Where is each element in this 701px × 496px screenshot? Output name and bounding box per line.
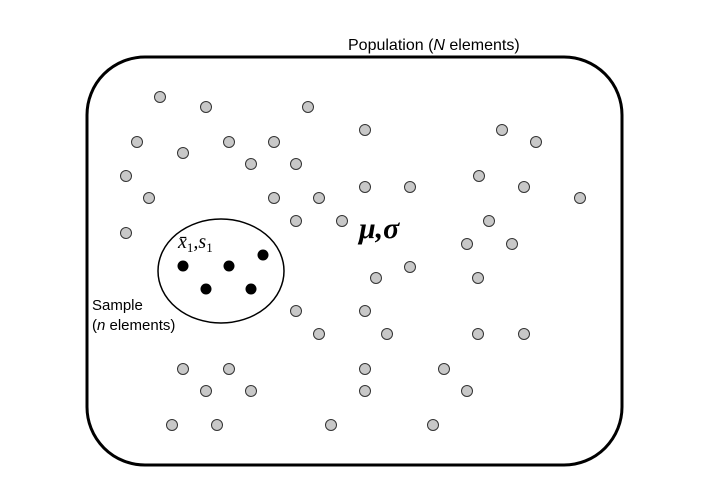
population-dot [461,238,473,250]
population-dot [461,385,473,397]
population-boundary [85,55,624,467]
population-label: Population (N elements) [348,37,520,54]
population-dot [359,305,371,317]
sample-label-line2: (n elements) [92,317,175,334]
population-dot [313,192,325,204]
population-dot [268,136,280,148]
population-dot [404,181,416,193]
population-dot [530,136,542,148]
sample-dot [223,260,235,272]
population-dot [496,124,508,136]
sample-ellipse [157,218,285,324]
population-dot [211,419,223,431]
sample-label-open: ( [92,317,97,334]
sample-label-end: elements) [105,317,175,334]
population-dot [245,385,257,397]
population-label-end: elements) [445,37,520,54]
population-dot [166,419,178,431]
population-dot [154,91,166,103]
population-dot [177,363,189,375]
population-dot [359,385,371,397]
sample-sd-subscript: 1 [206,240,213,255]
sample-dot [257,249,269,261]
population-dot [223,136,235,148]
sample-statistics: x̄1,s1 [177,231,213,255]
population-dot [245,158,257,170]
population-dot [325,419,337,431]
sample-dot [245,283,257,295]
sample-sd-symbol: s [198,231,206,253]
population-dot [473,170,485,182]
sample-mean-subscript: 1 [187,240,194,255]
population-label-var: N [433,37,445,54]
population-dot [404,261,416,273]
sample-label-var: n [97,317,105,334]
population-dot [359,181,371,193]
population-dot [131,136,143,148]
population-dot [120,227,132,239]
population-dot [302,101,314,113]
sample-dots [177,249,269,295]
population-dot [200,101,212,113]
population-dot [506,238,518,250]
population-parameters: μ,σ [357,212,400,245]
population-dot [120,170,132,182]
population-dot [359,124,371,136]
population-dot [574,192,586,204]
population-dots [120,91,586,431]
sample-dot [177,260,189,272]
population-dot [427,419,439,431]
population-dot [438,363,450,375]
population-dot [313,328,325,340]
population-dot [359,363,371,375]
population-dot [483,215,495,227]
sample-label-line1: Sample [92,297,143,314]
population-dot [290,305,302,317]
population-dot [200,385,212,397]
population-dot [472,328,484,340]
population-dot [268,192,280,204]
population-dot [143,192,155,204]
sample-stat-separator: , [193,231,198,253]
population-dot [381,328,393,340]
population-dot [177,147,189,159]
population-dot [290,215,302,227]
population-dot [223,363,235,375]
population-dot [370,272,382,284]
sample-label: Sample (n elements) [92,297,175,334]
sample-dot [200,283,212,295]
population-dot [518,181,530,193]
population-label-start: Population ( [348,37,434,54]
population-dot [336,215,348,227]
population-dot [472,272,484,284]
population-dot [518,328,530,340]
population-dot [290,158,302,170]
sample-mean-symbol: x̄ [177,231,187,253]
